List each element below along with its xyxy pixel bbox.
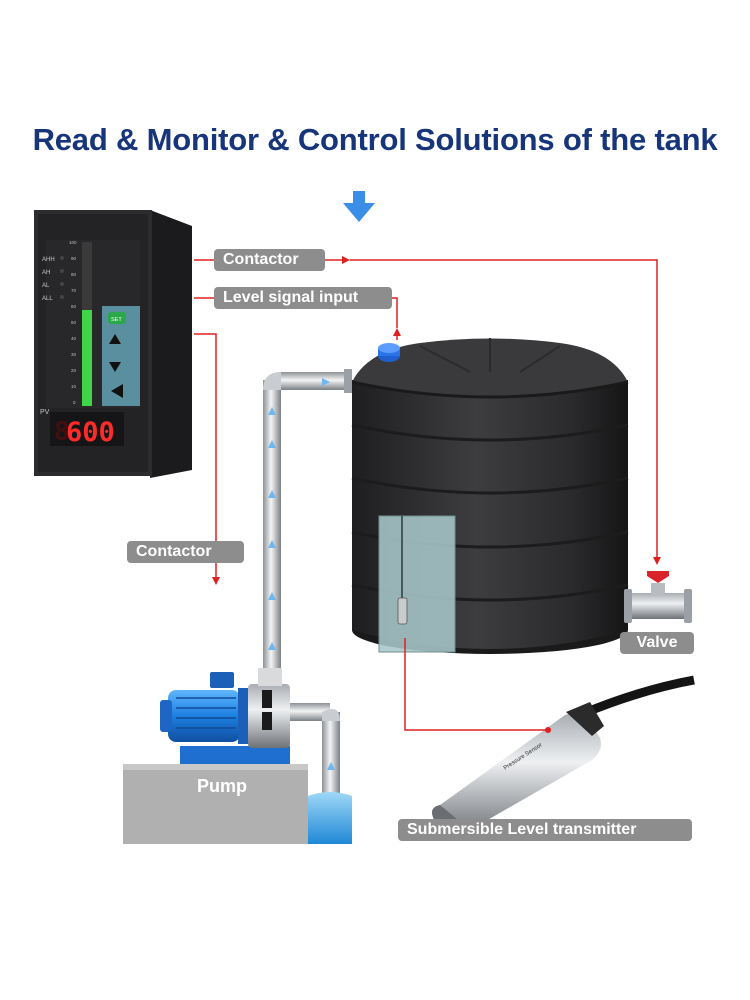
scale-tick-label: 100	[69, 240, 77, 245]
pump-label: Pump	[196, 776, 247, 796]
tank-cap-icon	[378, 343, 400, 362]
down-arrow-icon	[343, 191, 375, 222]
display-value: 600	[66, 417, 115, 448]
submersible-transmitter-icon: Pressure Sensor	[431, 675, 695, 837]
submersible-transmitter-label: Submersible Level transmitter	[398, 819, 692, 841]
scale-tick-label: 70	[71, 288, 77, 293]
transmitter-signal-dot	[545, 727, 551, 733]
scale-tick-label: 90	[71, 256, 77, 261]
outlet-pipe	[263, 369, 352, 692]
alarm-label-ah: AH	[42, 270, 50, 276]
valve-label: Valve	[620, 632, 694, 654]
valve-icon	[624, 571, 692, 623]
signal-line-to-valve	[350, 259, 661, 565]
signal-line-contactor-left	[194, 333, 217, 541]
svg-text:8: 8	[54, 417, 70, 447]
level-signal-input-label: Level signal input	[214, 287, 392, 309]
set-button: SET	[111, 317, 122, 323]
scale-tick-label: 80	[71, 272, 77, 277]
pv-label: PV	[40, 409, 50, 416]
level-controller-panel	[34, 210, 192, 478]
scale-tick-label: 50	[71, 320, 77, 325]
page-title: Read & Monitor & Control Solutions of th…	[32, 122, 718, 157]
alarm-label-al: AL	[42, 283, 50, 289]
signal-lines	[194, 256, 661, 731]
water-source	[308, 792, 352, 844]
scale-tick-label: 20	[71, 368, 77, 373]
scale-tick-label: 40	[71, 336, 77, 341]
signal-line-level-right	[392, 297, 398, 328]
alarm-label-all: ALL	[42, 296, 53, 302]
contactor-top-label: Contactor	[214, 249, 325, 271]
scale-tick-label: 60	[71, 304, 77, 309]
scale-tick-label: 0	[73, 400, 76, 405]
pump-base	[123, 764, 308, 844]
scale-tick-label: 30	[71, 352, 77, 357]
pump-icon	[160, 668, 290, 764]
display-digits: 8 600	[54, 417, 115, 448]
signal-line-transmitter	[404, 638, 548, 731]
scale-tick-label: 10	[71, 384, 77, 389]
scale-ticks: 100 90 80 70 60 50 40 30 20 10 0	[69, 240, 77, 405]
alarm-leds	[60, 256, 64, 299]
alarm-label-ahh: AHH	[42, 257, 55, 263]
water-tank	[351, 338, 629, 654]
contactor-left-label: Contactor	[127, 541, 244, 563]
